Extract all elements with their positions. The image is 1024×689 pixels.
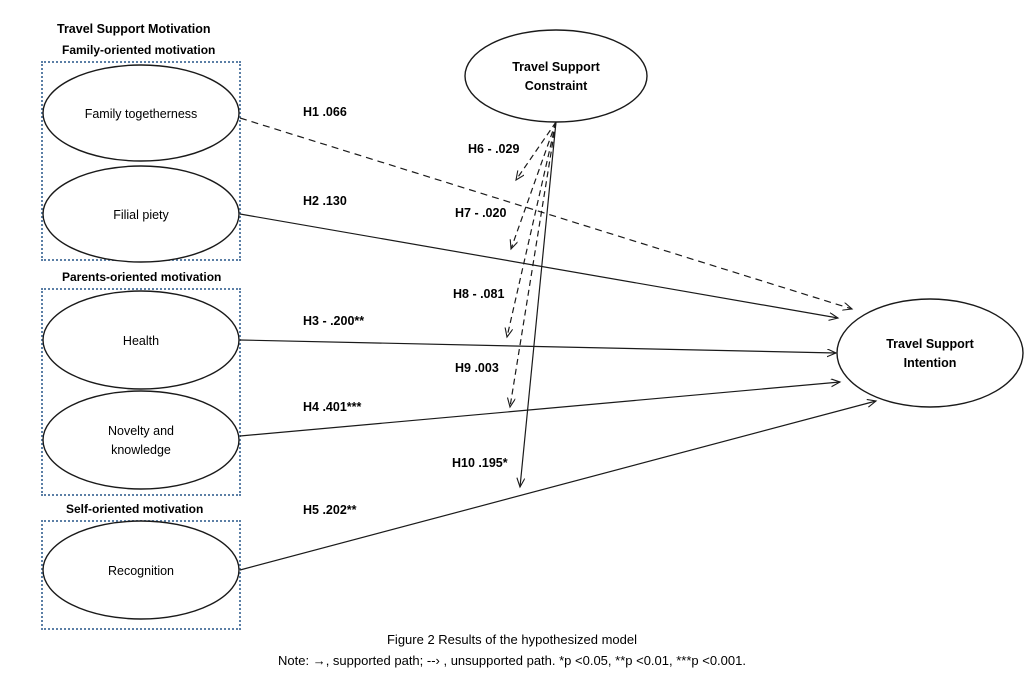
figure-title: Figure 2 Results of the hypothesized mod… [386, 632, 638, 647]
path-line-H4 [239, 382, 840, 437]
path-line-H5 [239, 401, 876, 571]
node-travel-support-constraint-shape [464, 29, 648, 123]
path-line-H10 [520, 121, 557, 487]
path-label-H1: H1 .066 [303, 105, 347, 119]
path-line-H3 [239, 339, 836, 353]
path-line-H6 [516, 121, 557, 180]
path-label-H6: H6 - .029 [468, 142, 520, 156]
path-label-H5: H5 .202** [303, 503, 357, 517]
node-health-shape [42, 290, 240, 390]
path-line-H1 [239, 117, 852, 309]
path-label-H4: H4 .401*** [303, 400, 362, 414]
node-novelty-knowledge-shape [42, 390, 240, 490]
node-filial-piety-shape [42, 165, 240, 263]
group-label-parents: Parents-oriented motivation [62, 270, 222, 284]
path-label-H9: H9 .003 [455, 361, 499, 375]
node-travel-support-intention-shape [836, 298, 1024, 408]
figure-heading: Travel Support Motivation [57, 22, 211, 36]
path-label-H3: H3 - .200** [303, 314, 365, 328]
path-label-H2: H2 .130 [303, 194, 347, 208]
path-line-H9 [510, 121, 557, 407]
group-label-self: Self-oriented motivation [66, 502, 204, 516]
figure-note: Note: →, supported path; --› , unsupport… [278, 653, 746, 668]
node-family-togetherness-shape [42, 64, 240, 162]
group-box-parents [41, 288, 241, 496]
path-label-H8: H8 - .081 [453, 287, 505, 301]
path-line-H7 [511, 121, 557, 249]
path-label-H10: H10 .195* [452, 456, 508, 470]
path-line-H8 [507, 121, 557, 337]
path-label-H7: H7 - .020 [455, 206, 507, 220]
group-label-family: Family-oriented motivation [62, 43, 216, 57]
node-recognition-shape [42, 520, 240, 620]
path-line-H2 [239, 213, 838, 318]
